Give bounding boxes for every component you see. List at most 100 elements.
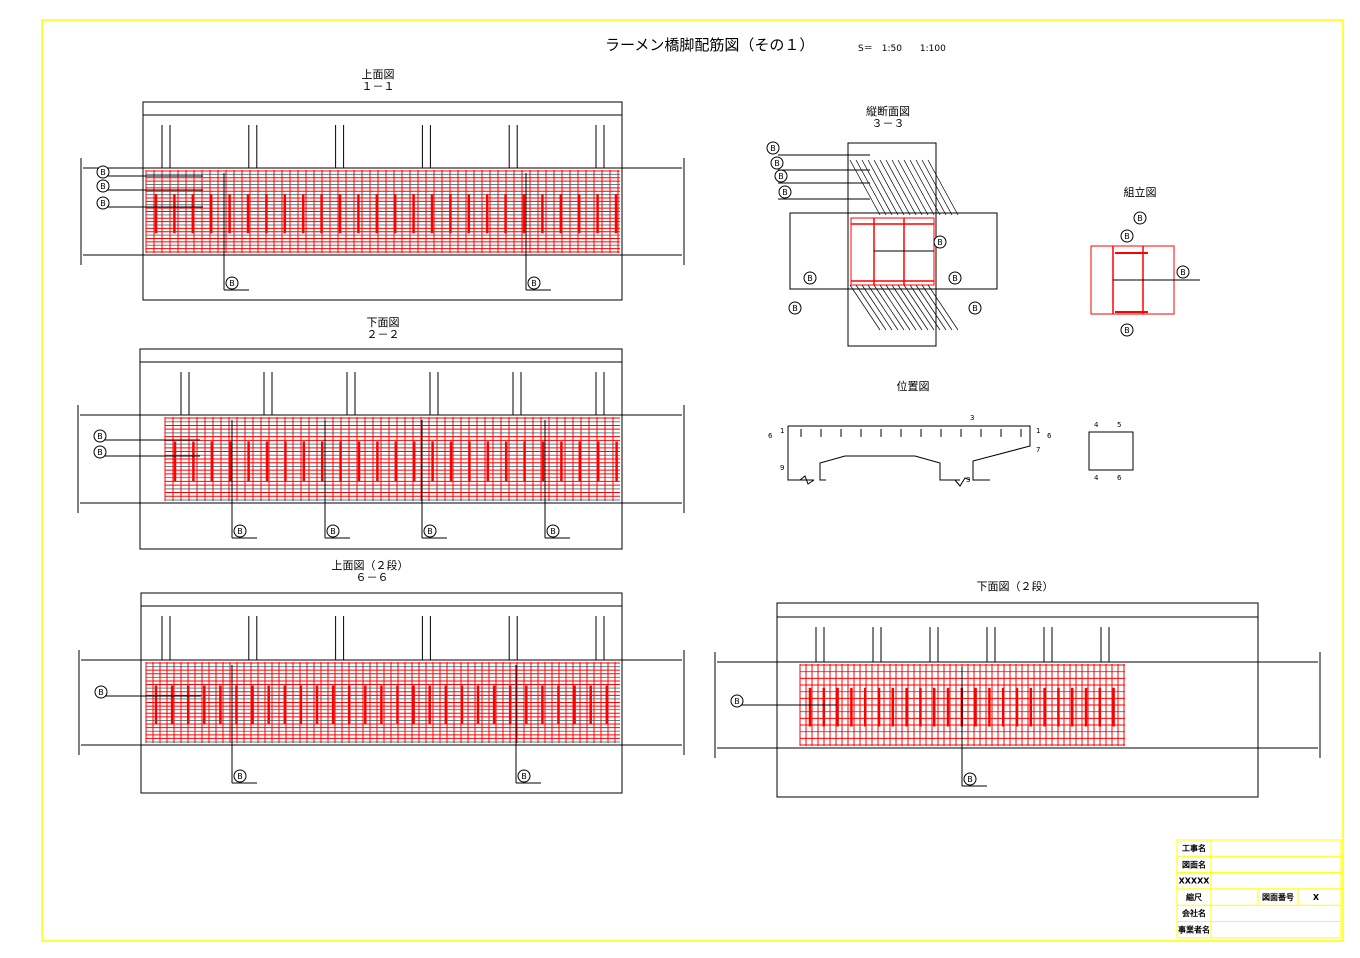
view-title-assembly: 組立図 [1124,185,1157,199]
location-column-section [1088,431,1134,471]
title-block-label: 図面名 [1182,859,1206,869]
location-mark: 3 [970,414,974,422]
view-title-bottom-2b: 下面図（２段） [977,579,1054,593]
rebar-mark-bubble [423,524,437,538]
view-title-top-6: 上面図（２段） [332,558,409,572]
rebar-mark-bubble [770,156,784,170]
hatch-line [885,284,917,331]
rebar-mark-letter: B [782,188,788,197]
rebar-mark-letter: B [100,182,106,191]
rebar-mark-bubble [93,429,107,443]
rebar-mark-letter: B [330,527,336,536]
rebar-mark-bubble [778,185,792,199]
rebar-mark-bubble [968,301,982,315]
rebar-mark-letter: B [734,697,740,706]
location-mark: 3 [966,476,970,484]
rebar-mark-bubble [1176,265,1190,279]
hatch-line [855,159,887,216]
hatch-line [873,159,905,216]
hatch-line [849,159,881,216]
location-mark: 5 [1117,421,1121,429]
rebar-mark-letter: B [100,199,106,208]
view-section-section-3: ３－３ [872,117,905,130]
rebar-mark-bubble [788,301,802,315]
rebar-mark-bubble [546,524,560,538]
rebar-mark-bubble [326,524,340,538]
rebar-mark-bubble [803,271,817,285]
hatch-line [903,159,935,216]
rebar-mark-bubble [766,141,780,155]
break-mark [954,477,971,487]
hatch-line [879,159,911,216]
rebar-mark-letter: B [427,527,433,536]
rebar-mark-bubble [963,772,977,786]
view-title-bottom-2: 下面図 [367,316,400,329]
rebar-mark-letter: B [770,144,776,153]
rebar-mark-bubble [1133,211,1147,225]
location-mark: 6 [768,432,773,440]
rebar-mark-letter: B [972,304,978,313]
rebar-mark-bubble [94,685,108,699]
view-section-top-6: ６－６ [356,571,389,584]
rebar-mark-letter: B [97,432,103,441]
hatch-line [915,159,947,216]
location-mark: 4 [1094,421,1099,429]
plan-bottom-2b: BB [714,602,1321,798]
rebar-mark-letter: B [774,159,780,168]
hatch-line [885,159,917,216]
location-mark: 1 [1036,427,1040,435]
view-title-section-3: 縦断面図 [866,104,910,118]
hatch-line [849,284,881,331]
title-block-label: XXXXX [1179,877,1211,886]
title-block-label: 工事名 [1182,843,1206,853]
hatch-line [867,284,899,331]
hatch-line [861,284,893,331]
location-mark: 6 [1117,474,1122,482]
rebar-mark-letter: B [1137,214,1143,223]
rebar-mark-bubble [225,276,239,290]
view-title-top-1: 上面図 [362,68,395,81]
hatch-line [915,284,947,331]
rebar-mark-bubble [233,769,247,783]
hatch-line [909,284,941,331]
hatch-line [873,284,905,331]
sheet-title: ラーメン橋脚配筋図（その１） [605,36,814,54]
rebar-mark-letter: B [98,688,104,697]
rebar-mark-bubble [233,524,247,538]
hatch-line [891,159,923,216]
hatch-line [921,284,953,331]
rebar-mark-letter: B [778,172,784,181]
rebar-mark-letter: B [229,279,235,288]
rebar-mark-bubble [1120,229,1134,243]
plan-top-6-6: B B B [78,592,685,794]
hatch-line [927,159,959,216]
rebar-mark-letter: B [521,772,527,781]
view-section-top-1: １－１ [362,80,395,93]
rebar-mark-letter: B [237,772,243,781]
rebar-mark-letter: B [550,527,556,536]
rebar-mark-letter: B [97,448,103,457]
title-block-label: 縮尺 [1186,892,1202,902]
hatch-line [909,159,941,216]
rebar-mark-bubble [1120,323,1134,337]
location-mark: 4 [1094,474,1099,482]
hatch-line [861,159,893,216]
rebar-mark-letter: B [937,238,943,247]
location-view [787,425,1134,487]
beam-band [140,659,623,746]
hatch-line [927,284,959,331]
rebar-mark-letter: B [531,279,537,288]
rebar-mark-bubble [730,694,744,708]
break-mark [799,475,815,485]
rebar-mark-letter: B [1180,268,1186,277]
rebar-mark-letter: B [807,274,813,283]
location-mark: 1 [780,427,784,435]
rebar-mark-bubble [774,169,788,183]
hatch-line [855,284,887,331]
rebar-mark-bubble [96,196,110,210]
view-section-bottom-2: ２－２ [367,328,400,341]
